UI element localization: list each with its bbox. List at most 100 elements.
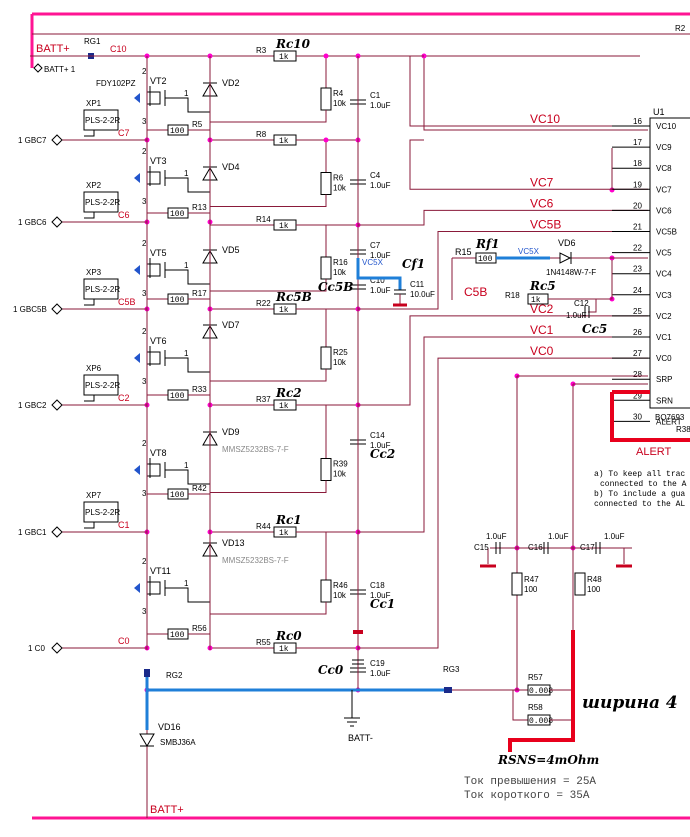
r33-value: 100 <box>170 392 185 401</box>
vd16-part: SMBJ36A <box>160 738 196 747</box>
vt3-mosfet-icon <box>134 173 140 183</box>
c10-ref: C10 <box>370 276 385 285</box>
r37-ref: R37 <box>256 395 271 404</box>
svg-text:3: 3 <box>142 289 147 298</box>
vt8-mosfet-icon <box>134 465 140 475</box>
ic-pin-28-number: 28 <box>633 370 642 379</box>
r37-annotation: Rc2 <box>275 386 302 400</box>
ic-pin-17-name: VC9 <box>656 143 672 152</box>
alert-net-label: ALERT <box>636 446 672 458</box>
note-line-2: connected to the A <box>600 480 687 489</box>
shirina-annotation: ширина 4 <box>582 693 678 713</box>
ic-pin-30-name: ALERT <box>656 417 682 426</box>
r15-ref: R15 <box>455 247 472 257</box>
connector-gbc1-port-icon <box>51 526 63 538</box>
r17-value: 100 <box>170 296 185 305</box>
r58-value: 0.008 <box>529 717 553 726</box>
r46-ref: R46 <box>333 581 348 590</box>
batt-plus-port-label: BATT+ 1 <box>44 65 76 74</box>
r16-body <box>320 256 332 280</box>
r46-value: 10k <box>333 591 347 600</box>
vc7-net-label: VC7 <box>530 175 554 189</box>
xp6-ref: XP6 <box>86 364 102 373</box>
r16-value: 10k <box>333 268 347 277</box>
r6-ref: R6 <box>333 174 344 183</box>
r48-value: 100 <box>587 585 601 594</box>
svg-text:2: 2 <box>142 147 147 156</box>
ic-pin-24-number: 24 <box>633 286 642 295</box>
ic-pin-20-number: 20 <box>633 201 642 210</box>
c19-ref: C19 <box>370 659 385 668</box>
r44-annotation: Rc1 <box>275 513 302 527</box>
ic-pin-27-name: VC0 <box>656 354 672 363</box>
c16-value: 1.0uF <box>548 532 569 541</box>
r56-ref: R56 <box>192 624 207 633</box>
c18-annotation: Cc1 <box>370 597 395 611</box>
ic-pin-23-name: VC4 <box>656 270 672 279</box>
vc1-net-line <box>358 336 648 533</box>
r42-ref: R42 <box>192 484 207 493</box>
r33-ref: R33 <box>192 385 207 394</box>
ic-ref: U1 <box>653 107 665 117</box>
ic-part: BQ7693 <box>655 413 685 422</box>
ic-pin-21-number: 21 <box>633 223 642 232</box>
c18-value: 1.0uF <box>370 591 391 600</box>
r14-value: 1k <box>279 222 289 231</box>
r42-value: 100 <box>170 491 185 500</box>
ic-pin-16-name: VC10 <box>656 122 677 131</box>
r56-value: 100 <box>170 631 185 640</box>
cf1-annotation: Cf1 <box>402 257 425 271</box>
rf1-annotation: Rf1 <box>475 237 499 251</box>
r6-body <box>320 172 332 195</box>
r4-ref: R4 <box>333 89 344 98</box>
r44-ref: R44 <box>256 522 271 531</box>
ground-bus: RG2 RG3 BATT- VD16 SMBJ36A <box>139 665 460 818</box>
vt2-mosfet-icon <box>134 93 140 103</box>
r3-annotation: Rc10 <box>275 37 311 51</box>
r18-value: 1k <box>531 296 541 305</box>
vd9-part: MMSZ5232BS-7-F <box>222 445 289 454</box>
vd16-ref: VD16 <box>158 722 181 732</box>
ic-pin-29-name: SRN <box>656 396 673 405</box>
svg-text:1: 1 <box>184 579 189 588</box>
vc5b-net-label: VC5B <box>530 218 561 232</box>
svg-text:3: 3 <box>142 117 147 126</box>
r39-body <box>320 458 332 481</box>
c1-value: 1.0uF <box>370 101 391 110</box>
c1-ref: C1 <box>370 91 381 100</box>
c11-ref: C11 <box>410 280 425 289</box>
ic-pin-23-number: 23 <box>633 265 642 274</box>
r14-ref: R14 <box>256 215 271 224</box>
r38-label: R38 <box>676 425 690 434</box>
c7-value: 1.0uF <box>370 251 391 260</box>
vc10-net-label: VC10 <box>530 112 560 126</box>
ic-pin-20-name: VC6 <box>656 206 672 215</box>
xp3-ref: XP3 <box>86 268 102 277</box>
c18-ref: C18 <box>370 581 385 590</box>
vd6-ref: VD6 <box>558 238 576 248</box>
xp1-body <box>83 109 119 131</box>
r5-value: 100 <box>170 127 185 136</box>
r55-annotation: Rc0 <box>275 629 302 643</box>
connector-gbc7-label: 1 GBC7 <box>18 136 47 145</box>
ic-u1: U1 BQ7693 16VC1017VC918VC819VC720VC621VC… <box>612 107 690 426</box>
ic-pin-29-number: 29 <box>633 391 642 400</box>
connector-gbc5b-port-icon <box>51 303 63 315</box>
ic-pin-25-name: VC2 <box>656 312 672 321</box>
c14-ref: C14 <box>370 431 385 440</box>
svg-text:1: 1 <box>184 261 189 270</box>
short-current-note: Ток короткого = 35A <box>464 790 590 802</box>
vd6-diode-icon <box>559 252 572 264</box>
vt5-mosfet-icon <box>134 265 140 275</box>
vd9-ref: VD9 <box>222 427 240 437</box>
vt5-ref: VT5 <box>150 248 167 258</box>
vc0-net-label: VC0 <box>530 344 554 358</box>
node-c1-label: C1 <box>118 520 130 530</box>
c15-ref: C15 <box>474 543 489 552</box>
r3-ref: R3 <box>256 46 267 55</box>
r47-body <box>511 572 523 596</box>
ic-pin-19-name: VC7 <box>656 185 672 194</box>
connector-gbc1-label: 1 GBC1 <box>18 528 47 537</box>
ic-pin-26-number: 26 <box>633 328 642 337</box>
